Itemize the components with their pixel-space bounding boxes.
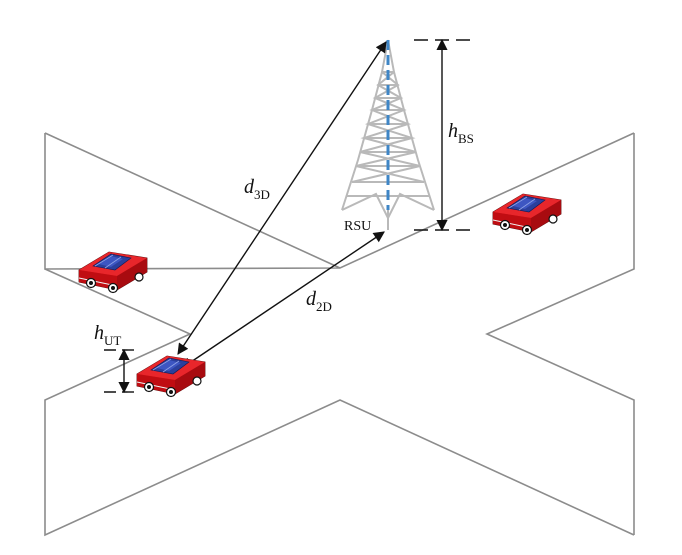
h-ut-dimension xyxy=(104,348,140,394)
road-edge-top-left xyxy=(44,132,341,269)
car-left xyxy=(78,251,148,294)
road-edge-bottom xyxy=(44,268,635,537)
rsu-label: RSU xyxy=(344,219,371,234)
h-bs-dimension xyxy=(414,38,470,232)
h-bs-label: hBS xyxy=(448,120,474,146)
d-3d-arrow xyxy=(177,41,387,355)
d-2d-arrow xyxy=(181,231,385,369)
h-ut-label: hUT xyxy=(94,322,121,348)
d-2d-label: d2D xyxy=(306,288,332,314)
road-intersection xyxy=(44,132,635,537)
car-right xyxy=(492,193,562,236)
road-edge-right xyxy=(485,133,635,535)
rsu-tower xyxy=(341,39,435,230)
d-3d-label: d3D xyxy=(244,176,270,202)
car-ue xyxy=(136,355,206,398)
